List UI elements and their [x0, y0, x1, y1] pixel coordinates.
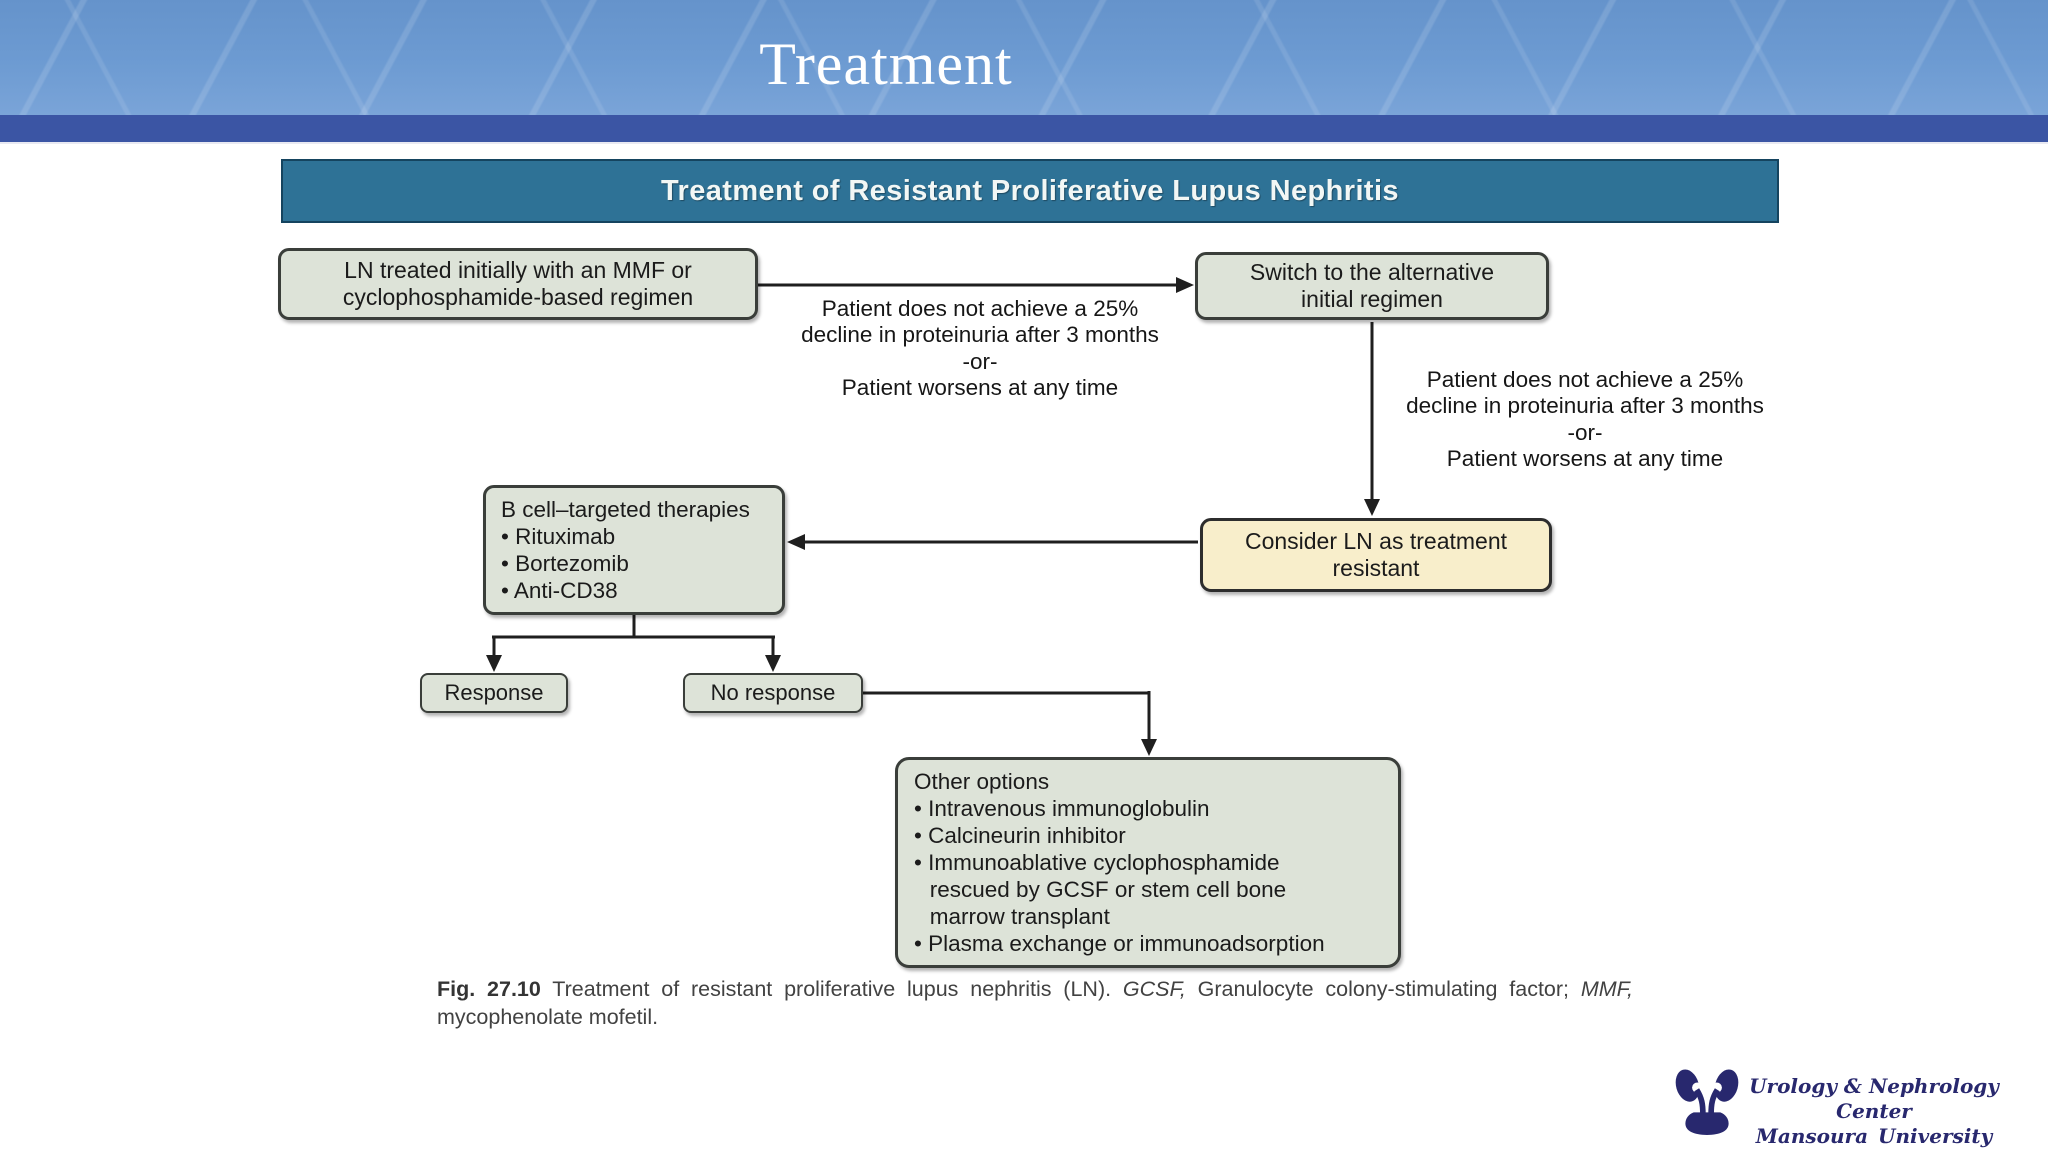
logo-line-university: Mansoura University: [1755, 1124, 1993, 1148]
arrow-noresponse-to-other: [863, 691, 1157, 756]
branch-bcell-to-responses: [486, 615, 781, 672]
slide-title: Treatment: [759, 31, 1013, 97]
figure-caption: Fig. 27.10 Treatment of resistant prolif…: [437, 977, 1633, 1029]
arrow-resistant-to-bcell: [787, 534, 1198, 550]
header-banner: Treatment: [0, 0, 2048, 115]
figure-caption-text: Treatment of resistant proliferative lup…: [540, 977, 1123, 1001]
institution-logo-text: Urology & Nephrology Center Mansoura Uni…: [1734, 1074, 2014, 1149]
kidney-logo-icon: [1675, 1069, 1739, 1135]
node-bcell-therapies: B cell–targeted therapies • Rituximab • …: [483, 485, 785, 615]
node-switch-alternative: Switch to the alternative initial regime…: [1195, 252, 1549, 320]
criteria-label-right: Patient does not achieve a 25% decline i…: [1406, 367, 1764, 471]
abbr-gcsf: GCSF,: [1122, 977, 1186, 1001]
abbr-mmf: MMF,: [1580, 977, 1633, 1001]
logo-line-center: Urology & Nephrology Center: [1749, 1074, 1999, 1123]
arrow-initial-to-switch: [758, 277, 1194, 293]
figure-title-bar: Treatment of Resistant Proliferative Lup…: [281, 159, 1779, 223]
header-accent-bar: [0, 115, 2048, 144]
node-treatment-resistant: Consider LN as treatment resistant: [1200, 518, 1552, 592]
figure-caption-label: Fig. 27.10: [437, 977, 541, 1001]
node-no-response: No response: [683, 673, 863, 713]
node-response: Response: [420, 673, 568, 713]
node-other-options: Other options • Intravenous immunoglobul…: [895, 757, 1401, 968]
node-initial-regimen: LN treated initially with an MMF or cycl…: [278, 248, 758, 320]
criteria-label-top: Patient does not achieve a 25% decline i…: [801, 296, 1159, 400]
